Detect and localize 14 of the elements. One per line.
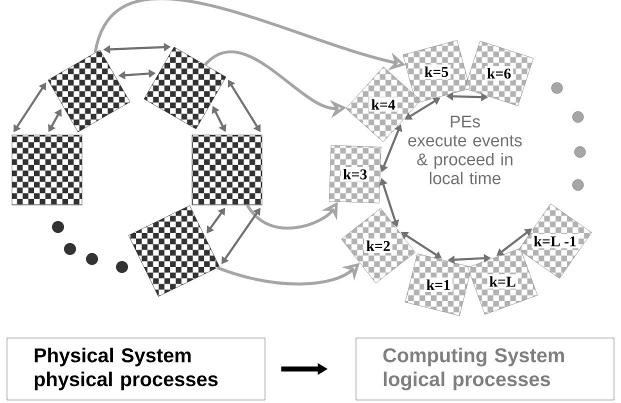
checkered-square (144, 46, 226, 130)
checkered-square (128, 205, 220, 297)
process-tile: k=5 (402, 40, 470, 104)
process-tile: k=L -1 (518, 204, 592, 279)
checkered-square (48, 50, 130, 132)
process-tile: k=L (468, 248, 538, 315)
process-tile: k=1 (405, 253, 472, 316)
system-box: Physical System physical processes (6, 338, 266, 400)
checkered-square (192, 134, 262, 206)
process-tile: k=3 (328, 145, 382, 204)
system-box: Computing System logical processes (356, 338, 614, 400)
process-tile: k=2 (341, 208, 416, 284)
process-tile: k=6 (464, 40, 534, 106)
checkered-square (12, 134, 82, 206)
